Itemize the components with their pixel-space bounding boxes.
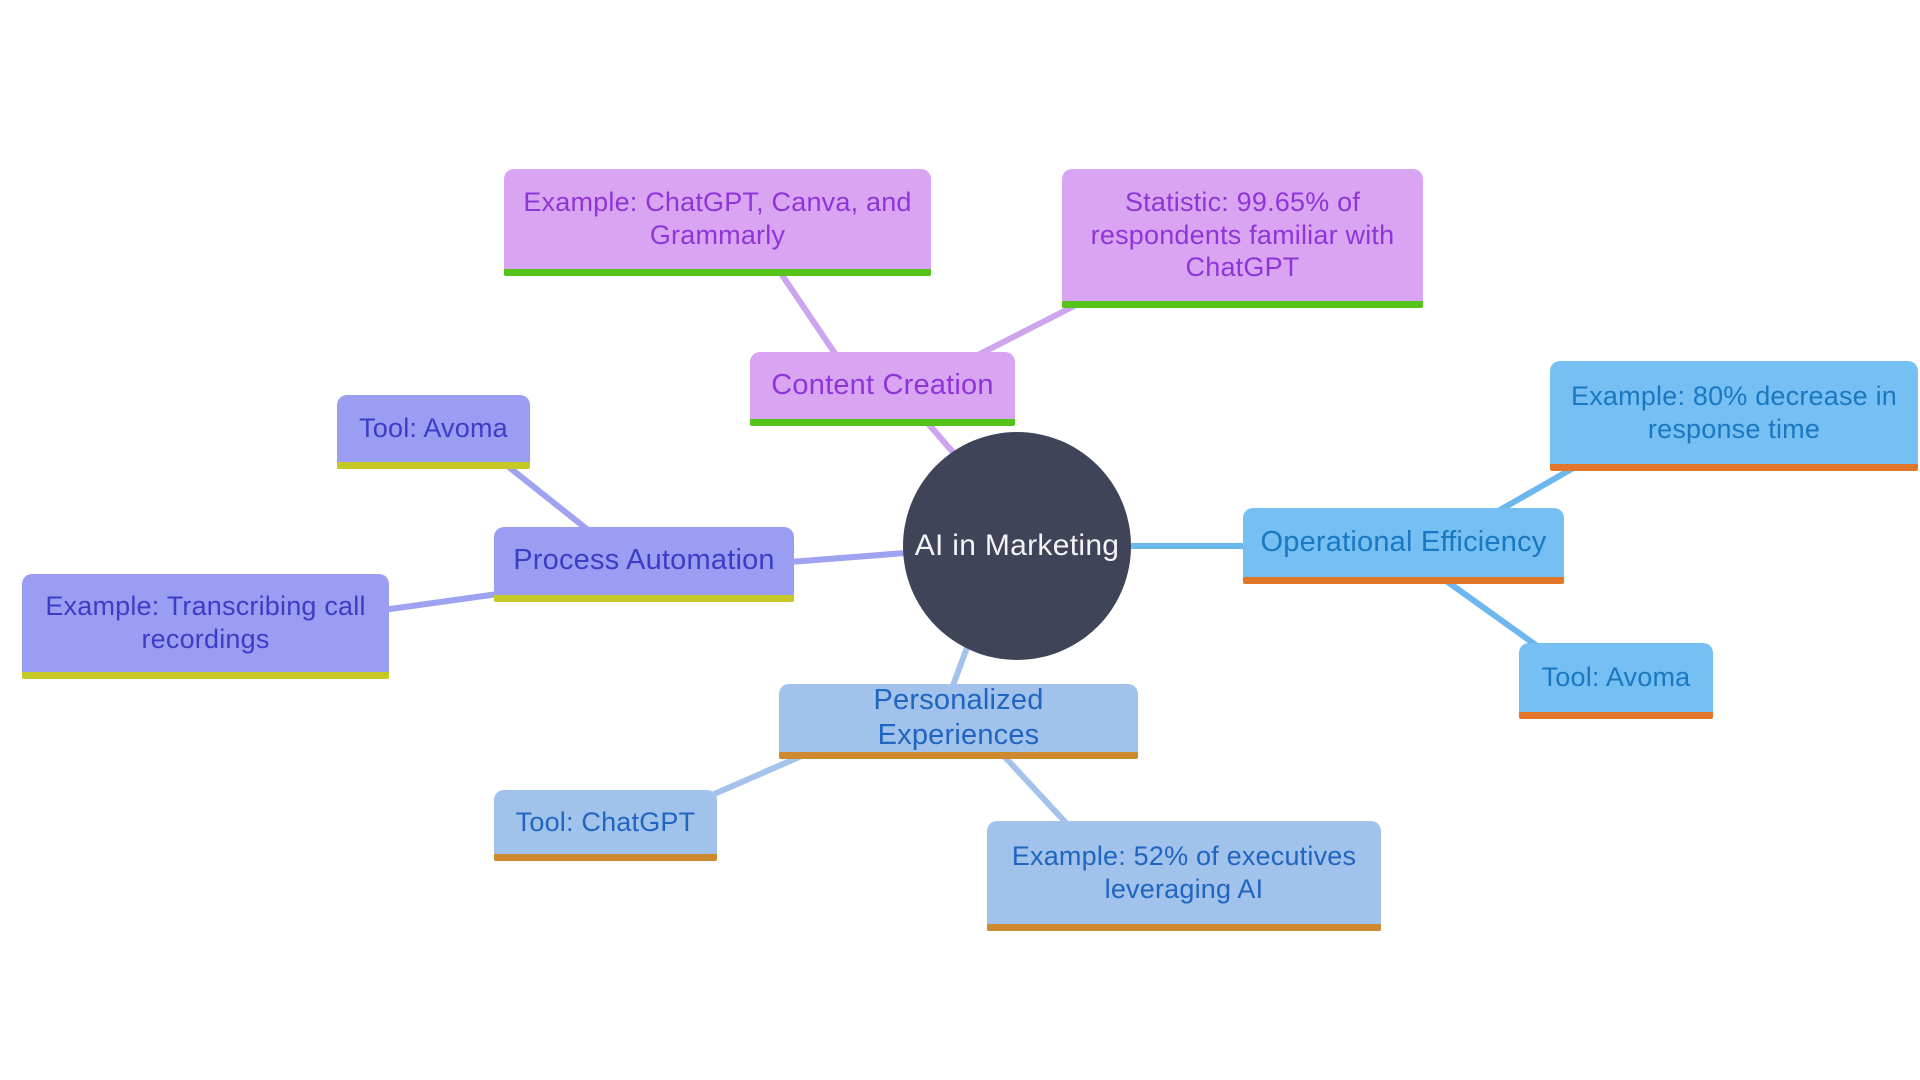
connector-line: [1497, 464, 1578, 513]
connector-line: [1442, 577, 1543, 651]
branch-node-content-creation: Content Creation: [750, 352, 1015, 426]
child-node-operational-efficiency-tool: Tool: Avoma: [1519, 643, 1713, 719]
child-node-content-creation-example: Example: ChatGPT, Canva, and Grammarly: [504, 169, 931, 276]
child-node-operational-efficiency-example: Example: 80% decrease in response time: [1550, 361, 1918, 471]
central-topic-node: AI in Marketing: [903, 432, 1131, 660]
connector-line: [380, 590, 508, 613]
child-node-personalized-experiences-example: Example: 52% of executives leveraging AI: [987, 821, 1381, 931]
connector-line: [777, 269, 841, 361]
connector-line: [787, 549, 921, 565]
connector-line: [949, 642, 971, 691]
connector-line: [969, 299, 1085, 361]
branch-node-process-automation: Process Automation: [494, 527, 794, 602]
connector-line: [709, 751, 809, 798]
child-node-content-creation-statistic: Statistic: 99.65% of respondents familia…: [1062, 169, 1423, 308]
child-node-process-automation-example: Example: Transcribing call recordings: [22, 574, 389, 679]
branch-node-operational-efficiency: Operational Efficiency: [1243, 508, 1564, 584]
child-node-personalized-experiences-tool: Tool: ChatGPT: [494, 790, 717, 861]
child-node-process-automation-tool: Tool: Avoma: [337, 395, 530, 469]
connector-line: [497, 457, 591, 533]
branch-node-personalized-experiences: Personalized Experiences: [779, 684, 1138, 759]
connector-line: [1000, 752, 1071, 828]
